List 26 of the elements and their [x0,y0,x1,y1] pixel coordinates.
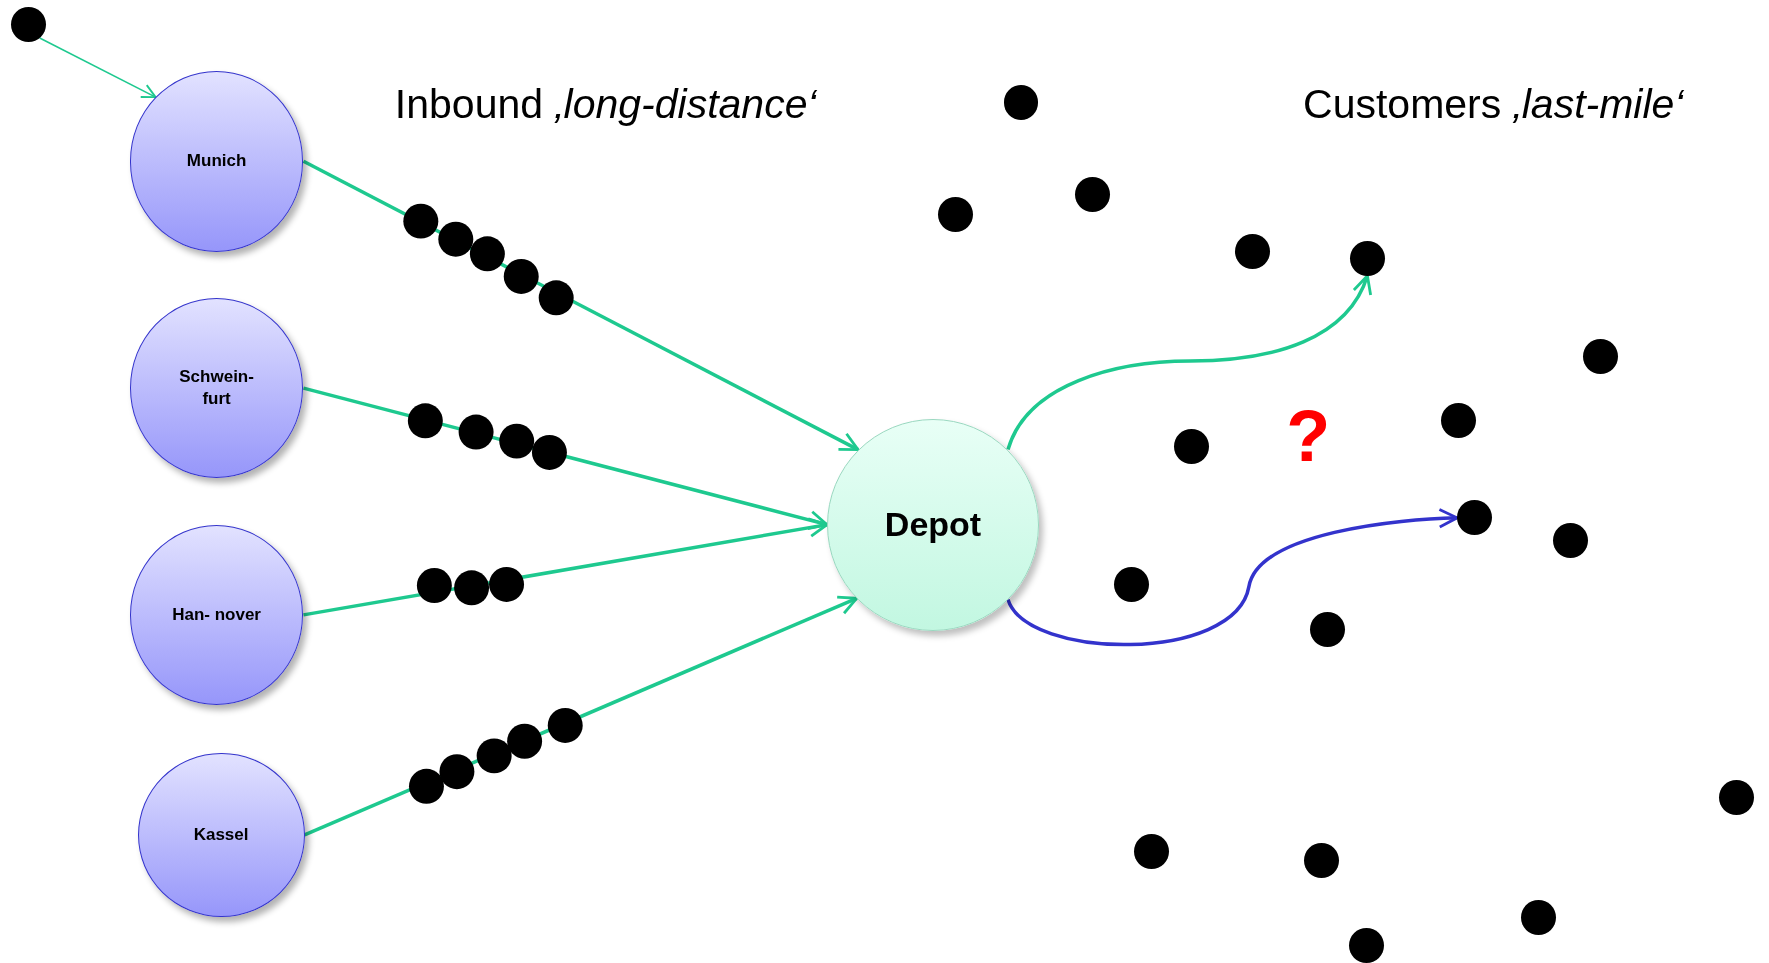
question-mark: ? [1286,394,1331,477]
location-dot [1348,927,1384,963]
location-dot [1552,522,1588,558]
location-dot [1718,780,1754,816]
location-dot [1457,500,1492,536]
city-circle: Kassel [137,752,305,918]
location-dot [1310,612,1346,647]
location-dot [1441,403,1477,439]
location-dot [1074,176,1110,212]
location-dot [1349,240,1385,276]
depot-circle: Depot [826,418,1040,631]
city-circle: Schwein- furt [129,297,304,479]
location-dot [1173,429,1209,465]
location-dot [1003,85,1039,121]
location-dot [1114,566,1150,602]
location-dot [1583,339,1619,374]
city-circle: Han- nover [129,524,304,706]
location-dot [938,196,974,232]
location-dot [1134,834,1170,870]
heading: Customers ‚last-mile‘ [1303,81,1684,129]
heading: Inbound ‚long-distance‘ [394,81,817,129]
location-dot [1521,899,1557,935]
location-dot [1234,234,1270,270]
location-dot [10,7,46,43]
city-circle: Munich [129,71,304,252]
location-dot [1303,843,1339,879]
